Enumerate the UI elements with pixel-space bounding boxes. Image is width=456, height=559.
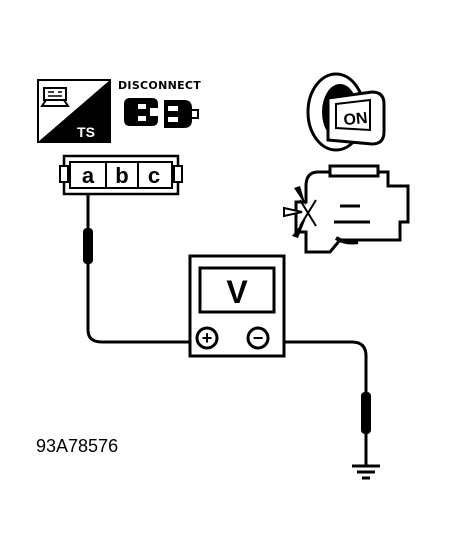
ignition-key-icon: ON [306, 72, 386, 152]
positive-terminal [195, 326, 219, 350]
pin-b-label: b [115, 163, 128, 188]
ts-label: TS [77, 124, 95, 140]
meter-unit-label: V [226, 274, 248, 310]
voltmeter: V + − [188, 254, 286, 358]
negative-probe-lead [284, 340, 371, 466]
pin-a-label: a [82, 163, 95, 188]
disconnect-connector-icon: DISCONNECT [118, 79, 201, 128]
negative-terminal-label: − [253, 328, 264, 348]
ground-icon [352, 464, 380, 480]
figure-code: 93A78576 [36, 436, 118, 456]
abc-connector: a b c [59, 154, 183, 196]
ts-connector-icon: TS [37, 79, 111, 143]
disconnect-label: DISCONNECT [118, 79, 201, 92]
pin-c-label: c [148, 163, 160, 188]
key-position-label: ON [343, 110, 369, 129]
negative-terminal [246, 326, 270, 350]
engine-icon [283, 164, 410, 254]
positive-terminal-label: + [202, 328, 213, 348]
positive-probe-lead [83, 194, 190, 344]
